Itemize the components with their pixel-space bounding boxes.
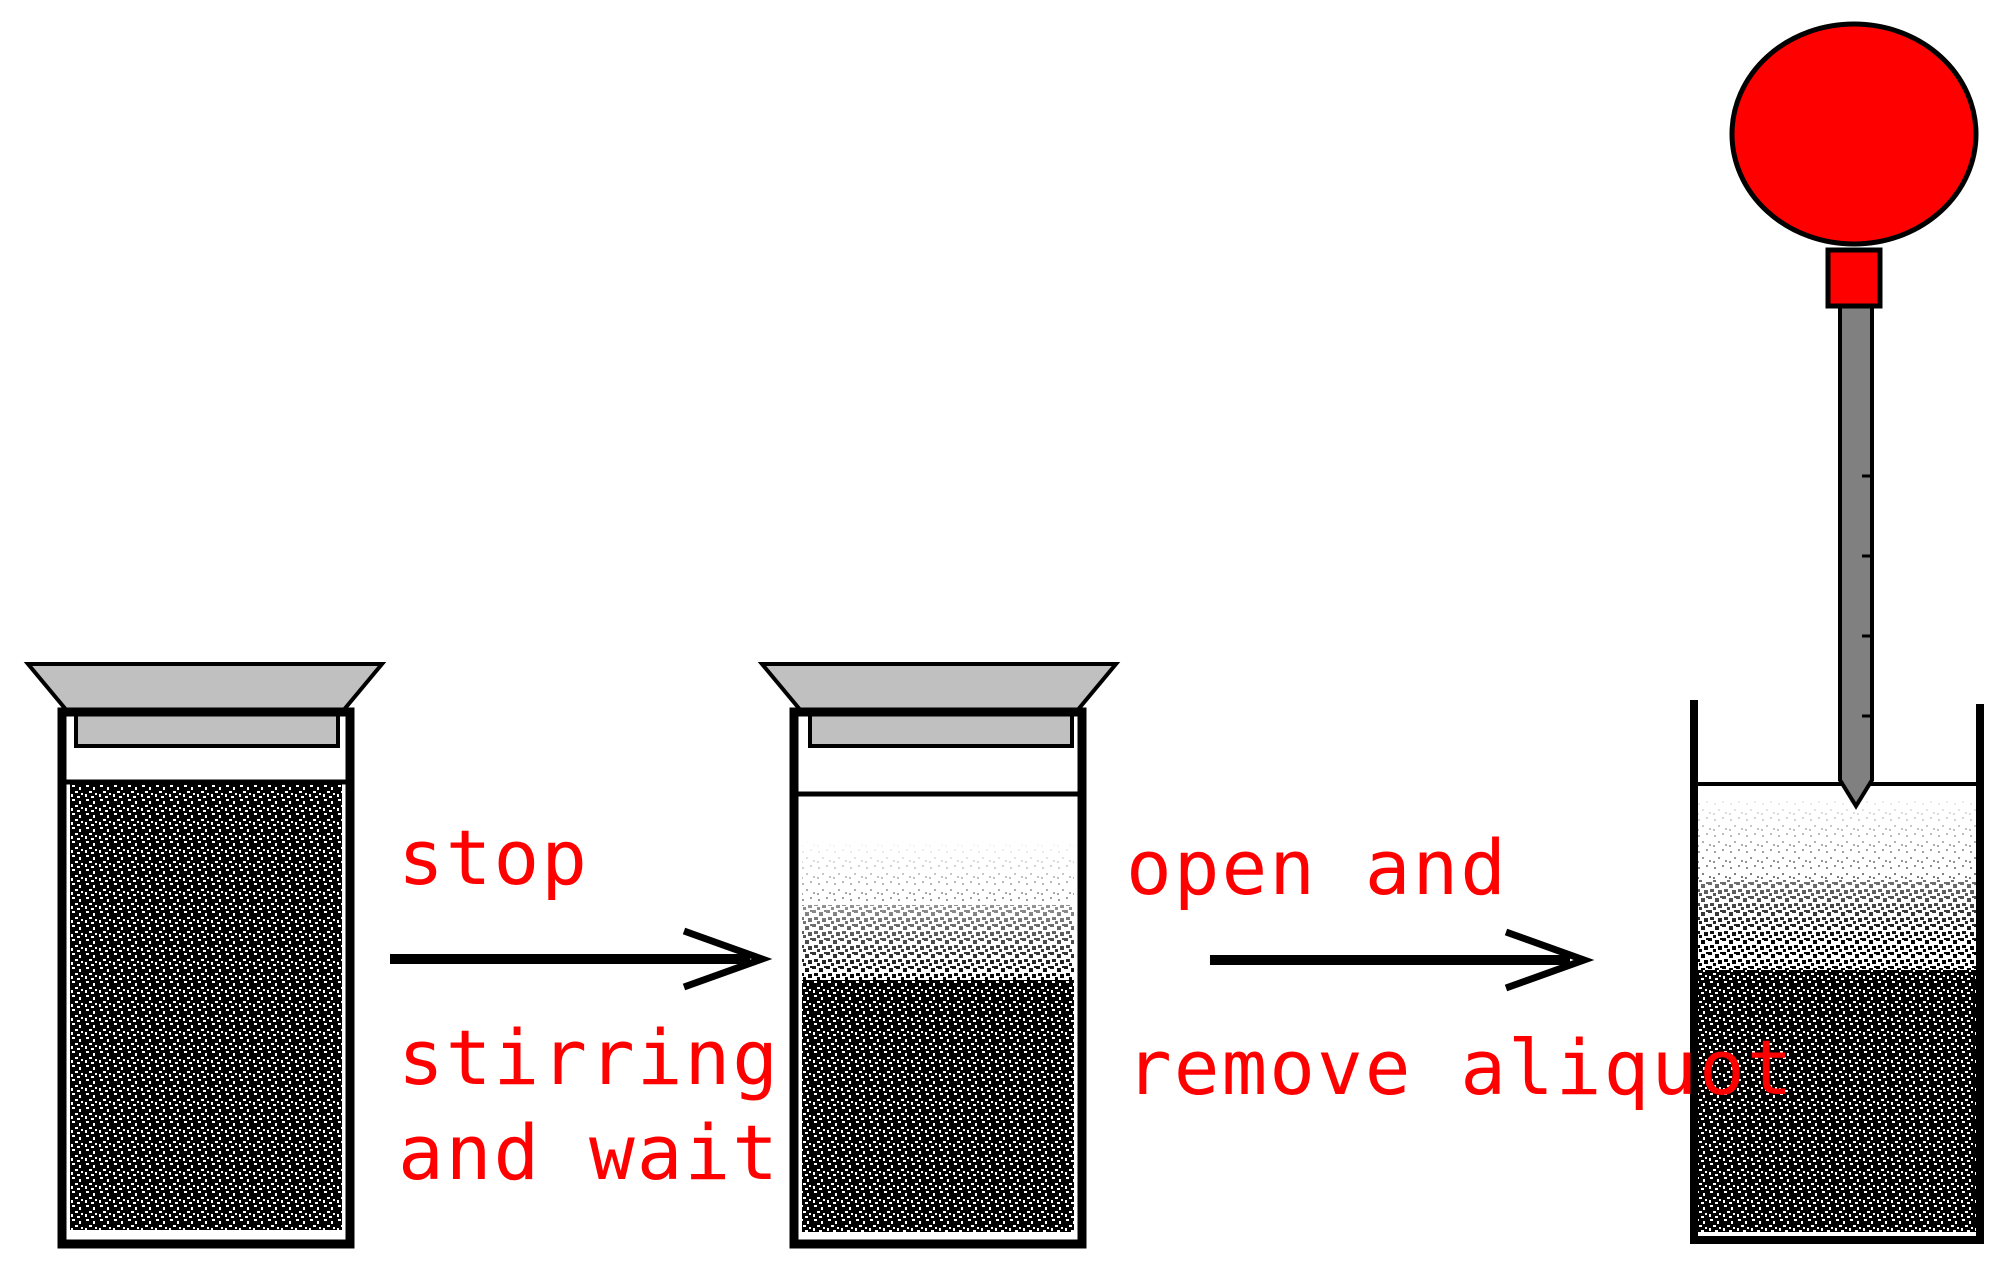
arrow-1	[390, 927, 773, 991]
arrow-1-bottom-label-line-1: stirring	[398, 1013, 781, 1102]
funnel-2	[757, 662, 1121, 714]
pipette	[1729, 21, 1979, 810]
arrow-2-bottom-label-line-1: remove aliquot	[1126, 1023, 1795, 1112]
funnel-stem-2	[808, 710, 1074, 748]
funnel-stem-1	[74, 710, 340, 748]
beaker-1	[57, 707, 355, 1249]
settling-gradient-3	[1698, 790, 1976, 1010]
beaker-2	[789, 707, 1087, 1249]
funnel-1	[23, 662, 387, 714]
pipette-bulb-icon	[1729, 21, 1979, 247]
settling-gradient-2	[802, 840, 1074, 1040]
bulb-neck	[1825, 247, 1883, 309]
arrow-2	[1210, 928, 1595, 992]
stirred-suspension	[23, 662, 387, 1249]
suspension-dense-3	[1698, 970, 1976, 1232]
settled-suspension	[757, 662, 1121, 1249]
arrow-1-top-label: stop	[398, 813, 590, 902]
arrow-1-bottom-label-line-2: and wait	[398, 1108, 781, 1197]
arrow-2-top-label: open and	[1126, 823, 1509, 912]
beaker-3	[1690, 700, 1984, 1244]
suspension-dense-1	[70, 782, 342, 1230]
open-beaker	[1690, 21, 1984, 1244]
